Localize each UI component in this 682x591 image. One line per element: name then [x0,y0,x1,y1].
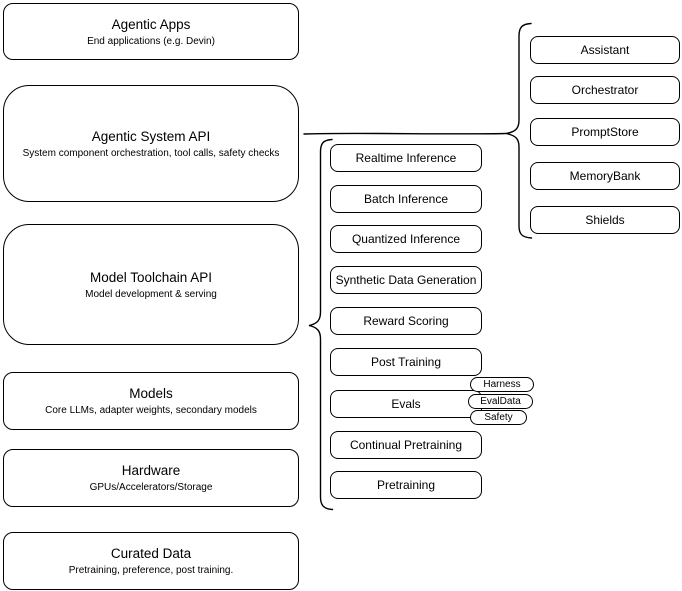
toolchain-item-label: Realtime Inference [355,151,457,165]
box-title: Curated Data [110,546,192,561]
component-label: Shields [585,213,625,227]
component-label: PromptStore [571,125,639,139]
hardware-box: Hardware GPUs/Accelerators/Storage [3,449,299,507]
box-subtitle: Pretraining, preference, post training. [68,565,234,576]
evals-tag-evaldata: EvalData [468,394,533,409]
component-box-orchestrator: Orchestrator [530,76,680,104]
component-box-promptstore: PromptStore [530,118,680,146]
box-subtitle: Model development & serving [85,288,217,300]
box-subtitle: End applications (e.g. Devin) [87,35,215,47]
box-title: Agentic System API [91,128,211,144]
toolchain-item-label: Evals [391,397,421,411]
toolchain-item-synthetic-data-generation: Synthetic Data Generation [330,266,482,294]
box-title: Hardware [121,463,181,478]
box-title: Models [129,386,173,401]
toolchain-item-reward-scoring: Reward Scoring [330,307,482,335]
toolchain-item-label: Pretraining [376,478,436,492]
box-title: Agentic Apps [111,16,191,32]
agentic-apps-box: Agentic Apps End applications (e.g. Devi… [3,3,299,60]
toolchain-item-realtime-inference: Realtime Inference [330,144,482,172]
curated-data-box: Curated Data Pretraining, preference, po… [3,532,299,590]
models-box: Models Core LLMs, adapter weights, secon… [3,372,299,430]
toolchain-item-label: Quantized Inference [351,232,461,246]
model-toolchain-api-box: Model Toolchain API Model development & … [3,224,299,345]
component-label: Orchestrator [571,83,639,97]
evals-tag-label: Safety [484,412,513,423]
component-label: Assistant [580,43,630,57]
toolchain-item-label: Post Training [370,355,442,369]
toolchain-item-label: Reward Scoring [363,314,449,328]
component-label: MemoryBank [569,169,641,183]
toolchain-item-evals: Evals [330,390,482,418]
box-subtitle: GPUs/Accelerators/Storage [89,482,213,493]
box-subtitle: Core LLMs, adapter weights, secondary mo… [45,405,257,416]
evals-tag-label: EvalData [480,396,521,407]
toolchain-item-label: Batch Inference [363,192,449,206]
toolchain-item-continual-pretraining: Continual Pretraining [330,431,482,459]
component-box-assistant: Assistant [530,36,680,64]
api-connector-line [303,132,507,135]
toolchain-item-label: Continual Pretraining [349,438,463,452]
evals-tag-harness: Harness [470,377,534,392]
box-title: Model Toolchain API [89,269,213,285]
agentic-system-api-box: Agentic System API System component orch… [3,85,299,202]
component-box-shields: Shields [530,206,680,234]
toolchain-item-post-training: Post Training [330,348,482,376]
components-brace [505,22,533,239]
box-subtitle: System component orchestration, tool cal… [22,147,280,159]
component-box-memorybank: MemoryBank [530,162,680,190]
evals-tag-label: Harness [483,379,521,390]
toolchain-brace [308,138,334,511]
toolchain-item-batch-inference: Batch Inference [330,185,482,213]
toolchain-item-label: Synthetic Data Generation [335,273,477,287]
evals-tag-safety: Safety [470,410,527,425]
toolchain-item-pretraining: Pretraining [330,471,482,499]
toolchain-item-quantized-inference: Quantized Inference [330,225,482,253]
